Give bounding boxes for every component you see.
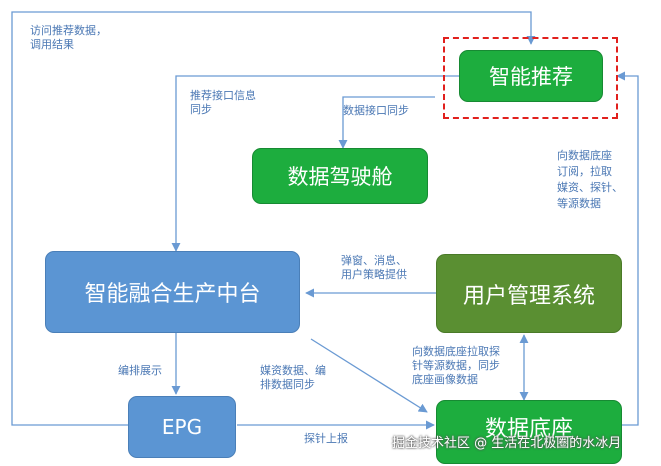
edge-label-platform-to-epg: 编排展示	[118, 364, 162, 377]
node-user-management-label: 用户管理系统	[462, 283, 595, 309]
edge-recommend-to-platform	[171, 75, 459, 252]
node-user-management[interactable]: 用户管理系统	[436, 254, 622, 333]
edge-label-user-to-platform: 弹窗、消息、 用户策略提供	[341, 254, 407, 281]
node-data-cockpit-label: 数据驾驶舱	[287, 165, 393, 189]
edge-label-user-base: 向数据底座拉取探 针等源数据，同步 底座画像数据	[412, 345, 500, 386]
edge-platform-to-base	[310, 338, 428, 413]
edge-label-recommend-to-cockpit: 数据接口同步	[343, 104, 409, 117]
edge-base-to-recommend	[616, 71, 639, 426]
edge-recommend-to-cockpit	[338, 96, 435, 149]
node-epg[interactable]: EPG	[128, 396, 236, 458]
node-data-base-label: 数据底座	[484, 417, 573, 442]
highlight-box	[443, 37, 618, 119]
edge-label-epg-to-base: 探针上报	[304, 432, 348, 445]
node-production-platform-label: 智能融合生产中台	[84, 282, 261, 307]
edge-epg-visit-recommend	[11, 11, 536, 426]
edge-label-platform-to-base: 媒资数据、编 排数据同步	[260, 364, 326, 391]
node-epg-label: EPG	[161, 415, 203, 439]
node-smart-recommend[interactable]: 智能推荐	[459, 50, 603, 102]
node-data-cockpit[interactable]: 数据驾驶舱	[252, 148, 428, 204]
edge-label-recommend-to-platform: 推荐接口信息 同步	[190, 89, 256, 116]
node-smart-recommend-label: 智能推荐	[489, 65, 573, 89]
node-data-base[interactable]: 数据底座	[436, 400, 622, 464]
edge-label-visit-recommend: 访问推荐数据， 调用结果	[30, 24, 107, 51]
watermark-text: 掘金技术社区 @ 生活在北极圈的水冰月	[392, 436, 622, 451]
edge-label-base-to-recommend: 向数据底座 订阅，拉取 媒资、探针、 等源数据	[557, 149, 623, 210]
node-production-platform[interactable]: 智能融合生产中台	[45, 251, 300, 333]
